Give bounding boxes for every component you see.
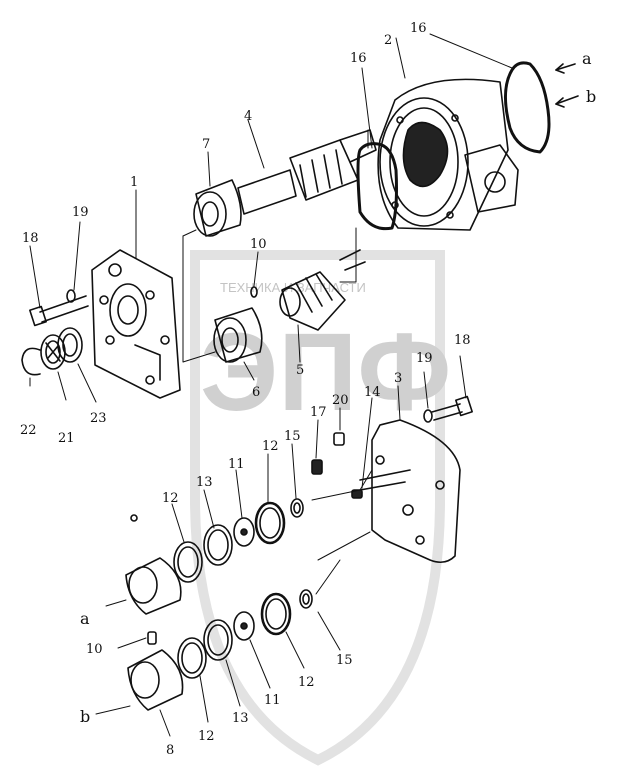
washer-part-19-right [423, 409, 433, 423]
bearing-part-6 [213, 307, 263, 363]
label-part-12-a: 12 [262, 439, 279, 454]
label-part-23: 23 [90, 411, 107, 426]
plug-part-15-upper [290, 498, 304, 518]
label-part-12-c: 12 [298, 675, 315, 690]
label-part-5: 5 [296, 363, 304, 378]
label-part-12-d: 12 [198, 729, 215, 744]
label-part-13-lower: 13 [232, 711, 249, 726]
driven-gear-part [279, 249, 366, 331]
label-part-19-right: 19 [416, 351, 433, 366]
label-part-12-b: 12 [162, 491, 179, 506]
bolt-part-18-left [29, 295, 89, 327]
snap-ring-part-22 [21, 347, 41, 376]
label-part-15-upper: 15 [284, 429, 301, 444]
label-part-14: 14 [364, 385, 381, 400]
ring-part-13-lower [203, 619, 233, 661]
bolt-part-18-right [431, 395, 473, 421]
front-cover-part [91, 249, 181, 399]
pin-part-14 [351, 489, 363, 499]
callout-labels: 1 2 3 4 5 6 7 8 10 10 11 11 12 12 12 12 … [20, 21, 596, 758]
pin-part-10-lower [147, 631, 157, 645]
ring-part-12-upper-left [173, 541, 203, 583]
plug-part-15-lower [299, 589, 313, 609]
label-part-16-mid: 16 [350, 51, 367, 66]
label-part-4: 4 [244, 109, 252, 124]
label-b-bottom: b [80, 707, 90, 726]
ring-part-13-upper [203, 524, 233, 566]
ring-part-12-upper-right [254, 501, 286, 545]
seal-part-11-upper [233, 517, 255, 547]
watermark-logo: ЭПФ [200, 311, 451, 434]
bushing-part-8 [127, 649, 184, 711]
label-part-17: 17 [310, 405, 327, 420]
label-part-13-upper: 13 [196, 475, 213, 490]
label-a-bottom: a [80, 609, 90, 628]
seal-part-23 [57, 327, 83, 363]
watermark: ТЕХНИКА И ЗАПЧАСТИ ЭПФ [190, 250, 451, 766]
arrow-b-top [555, 95, 579, 108]
ring-part-12-lower-left [177, 637, 207, 679]
seal-part-11-lower [233, 611, 255, 641]
label-part-8: 8 [166, 743, 174, 758]
label-part-18-left: 18 [22, 231, 39, 246]
label-part-3: 3 [394, 371, 402, 386]
label-b-top: b [586, 87, 596, 106]
label-part-16-top: 16 [410, 21, 427, 36]
bearing-part-7 [193, 179, 242, 237]
bushing-part-a [125, 514, 182, 615]
rear-cover-part [359, 419, 461, 564]
label-part-7: 7 [202, 137, 210, 152]
pin-part-10-upper [250, 286, 258, 298]
plug-part-20 [333, 432, 345, 446]
label-part-10-lower: 10 [86, 642, 103, 657]
ring-part-12-lower-right [260, 592, 292, 636]
drive-shaft-part [237, 129, 377, 215]
label-part-18-right: 18 [454, 333, 471, 348]
label-part-19-left: 19 [72, 205, 89, 220]
label-a-top: a [582, 49, 592, 68]
oil-seal-part-21 [40, 334, 66, 370]
label-part-1: 1 [130, 175, 138, 190]
label-part-15-lower: 15 [336, 653, 353, 668]
label-part-11-lower: 11 [264, 693, 281, 708]
label-part-22: 22 [20, 423, 37, 438]
washer-part-19-left [66, 289, 76, 303]
label-part-10-upper: 10 [250, 237, 267, 252]
pump-body-part [377, 78, 519, 231]
o-ring-part-16b [356, 142, 398, 231]
arrow-a-top [555, 63, 576, 74]
label-part-6: 6 [252, 385, 260, 400]
o-ring-part-16a [504, 61, 551, 154]
leader-lines [29, 33, 513, 737]
label-part-20: 20 [332, 393, 349, 408]
label-part-2: 2 [384, 33, 392, 48]
label-part-11-upper: 11 [228, 457, 245, 472]
label-part-21: 21 [58, 431, 75, 446]
plug-part-17 [311, 459, 323, 475]
